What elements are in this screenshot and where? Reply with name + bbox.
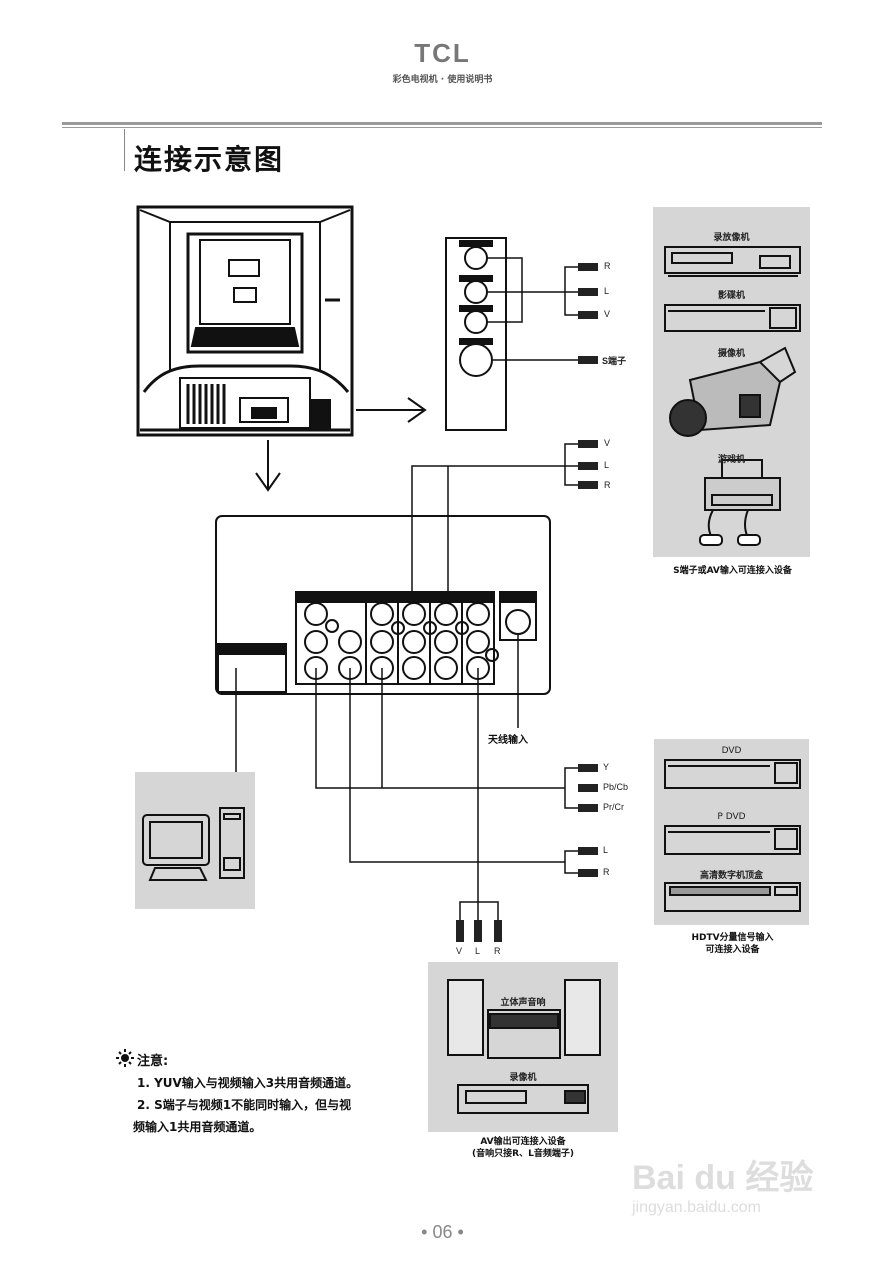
header-rule	[62, 122, 822, 125]
set-top-box-illustration	[664, 882, 801, 912]
arrow-down-icon	[255, 440, 281, 492]
rca-plug-icon	[578, 764, 598, 772]
yuv-label-pb: Pb/Cb	[603, 782, 629, 792]
rear-jack-label-v: V	[604, 438, 611, 448]
antenna-input-label: 天线输入	[488, 735, 528, 746]
dvd-player-illustration	[664, 759, 801, 789]
side-jack-panel	[445, 237, 578, 431]
brand-logo: TCL	[414, 38, 471, 68]
main-jack-board	[215, 515, 551, 695]
rca-plug-icon	[494, 920, 502, 942]
page-title: 连接示意图	[134, 143, 285, 176]
title-divider	[124, 129, 125, 171]
yuv-label-pr: Pr/Cr	[603, 802, 624, 812]
panel-pc	[135, 772, 255, 909]
device-label-vcd: 影碟机	[717, 291, 745, 301]
header-rule-thin	[62, 127, 822, 128]
hdtv-caption-line1: HDTV分量信号输入	[691, 933, 774, 943]
watermark-url: jingyan.baidu.com	[632, 1199, 761, 1216]
rca-plug-icon	[578, 784, 598, 792]
rca-plug-icon	[578, 804, 598, 812]
device-label-game-console: 游戏机	[717, 455, 745, 465]
progressive-dvd-illustration	[664, 825, 801, 855]
rca-plug-icon	[578, 869, 598, 877]
device-label-camcorder: 摄像机	[717, 349, 745, 359]
rca-plug-icon	[578, 288, 598, 296]
game-console-illustration	[699, 459, 781, 546]
vcr-illustration	[664, 246, 801, 277]
manual-subtitle: 彩色电视机 · 使用说明书	[392, 75, 493, 85]
audio-label-r: R	[603, 867, 610, 877]
device-label-p-dvd: P DVD	[717, 812, 746, 822]
vcd-player-illustration	[664, 304, 801, 332]
note-line: 1. YUV输入与视频输入3共用音频通道。	[137, 1076, 359, 1090]
note-line: 频输入1共用音频通道。	[133, 1120, 262, 1134]
tv-rear-illustration	[136, 205, 354, 437]
device-label-dvd: DVD	[721, 746, 742, 756]
vcr-recorder-illustration	[457, 1084, 589, 1114]
rca-plug-icon	[578, 263, 598, 271]
arrow-right-icon	[356, 397, 427, 423]
device-label-stereo: 立体声音响	[500, 998, 546, 1008]
device-label-vcr: 录放像机	[713, 233, 750, 243]
av-out-label-v: V	[456, 946, 463, 956]
stereo-system-illustration	[447, 979, 601, 1059]
watermark-brand: Bai du 经验	[632, 1159, 814, 1197]
note-sun-icon	[116, 1049, 134, 1067]
note-line: 2. S端子与视频1不能同时输入，但与视	[137, 1098, 352, 1112]
side-jack-label-l: L	[604, 286, 610, 296]
device-label-set-top-box: 高清数字机顶盒	[699, 871, 763, 881]
side-jack-label-r: R	[604, 261, 611, 271]
av-out-label-l: L	[475, 946, 481, 956]
rca-plug-icon	[474, 920, 482, 942]
page-number: • 06 •	[421, 1222, 464, 1242]
rca-plugs	[456, 263, 598, 942]
rca-plug-icon	[578, 311, 598, 319]
rear-jack-label-l: L	[604, 460, 610, 470]
baidu-watermark: Bai du 经验 jingyan.baidu.com	[632, 1150, 832, 1217]
rca-plug-icon	[456, 920, 464, 942]
rca-plug-icon	[578, 847, 598, 855]
av-out-caption-line1: AV输出可连接入设备	[480, 1137, 566, 1147]
device-label-recorder: 录像机	[509, 1073, 537, 1083]
camcorder-illustration	[669, 346, 797, 437]
audio-label-l: L	[603, 845, 609, 855]
rca-plug-icon	[578, 462, 598, 470]
pc-illustration	[142, 807, 245, 881]
side-jack-label-s: S端子	[602, 356, 627, 366]
rca-plug-icon	[578, 481, 598, 489]
av-out-label-r: R	[494, 946, 501, 956]
s-video-plug-icon	[578, 356, 598, 364]
s-av-caption: S端子或AV输入可连接入设备	[673, 566, 792, 576]
side-jack-label-v: V	[604, 309, 611, 319]
note-list: 1. YUV输入与视频输入3共用音频通道。 2. S端子与视频1不能同时输入，但…	[133, 1072, 359, 1138]
note-title: 注意:	[137, 1054, 169, 1069]
yuv-label-y: Y	[603, 762, 610, 772]
rca-plug-icon	[578, 440, 598, 448]
rear-jack-label-r: R	[604, 480, 611, 490]
av-out-caption-line2: (音响只接R、L音频端子)	[472, 1149, 574, 1159]
hdtv-caption-line2: 可连接入设备	[705, 945, 760, 955]
